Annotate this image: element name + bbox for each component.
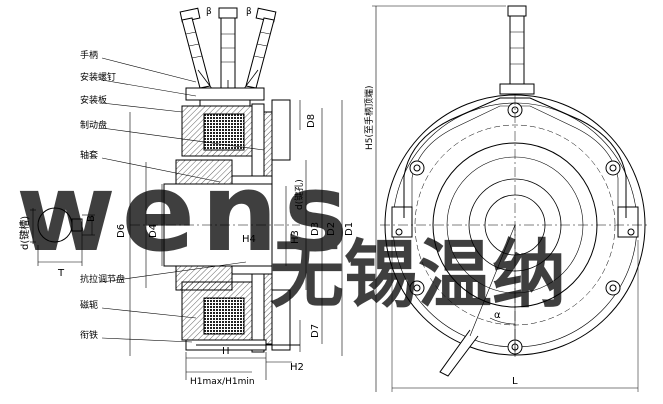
watermark-latin: wens [16, 151, 354, 276]
label-armature: 衔铁 [80, 329, 98, 341]
watermark-chinese: 无锡温纳 [270, 232, 566, 318]
dim-alpha: α [494, 310, 501, 321]
dim-d3: D3 [310, 222, 321, 236]
side-view [130, 7, 300, 353]
handles [179, 7, 277, 96]
keyway-slot [71, 218, 83, 232]
label-mount-plate: 安装板 [80, 94, 107, 106]
dim-h3: H3 [290, 230, 301, 244]
dim-d1: D1 [344, 222, 355, 236]
dim-d7: D7 [310, 324, 321, 338]
keyway-d-label: d(键槽) [18, 216, 31, 250]
watermark: wens 无锡温纳 [16, 151, 566, 318]
label-anti-pull-disc: 抗拉调节盘 [80, 273, 125, 285]
coil-lower [203, 297, 245, 335]
dim-h4: H4 [242, 234, 256, 245]
label-mount-screw: 安装螺钉 [80, 71, 116, 83]
keyway-b-label: B [86, 215, 97, 222]
dim-d6: D6 [116, 224, 127, 238]
dim-d4: D4 [148, 224, 159, 238]
dim-h2: H2 [290, 362, 304, 373]
coil-upper [203, 113, 245, 151]
label-brake-disc: 制动盘 [80, 119, 107, 131]
dim-d2: D2 [326, 222, 337, 236]
keyway-detail [30, 207, 95, 266]
dim-h1: H1max/H1min [190, 377, 255, 387]
part-leaders [101, 57, 265, 343]
side-dim-lines [129, 100, 343, 380]
dim-beta-1: β [206, 7, 212, 17]
dim-h5: H5(至手柄顶端) [363, 85, 375, 150]
dim-d8: D8 [306, 114, 317, 128]
label-handle: 手柄 [80, 49, 98, 61]
label-yoke: 磁轭 [80, 299, 98, 311]
front-view [372, 5, 650, 392]
dim-beta-2: β [246, 7, 252, 17]
dim-l: L [512, 376, 518, 387]
dim-h: H [222, 346, 230, 357]
dim-bore-d: d(键孔) [293, 179, 305, 210]
label-bushing: 轴套 [80, 149, 98, 161]
keyway-t-label: T [57, 268, 65, 279]
